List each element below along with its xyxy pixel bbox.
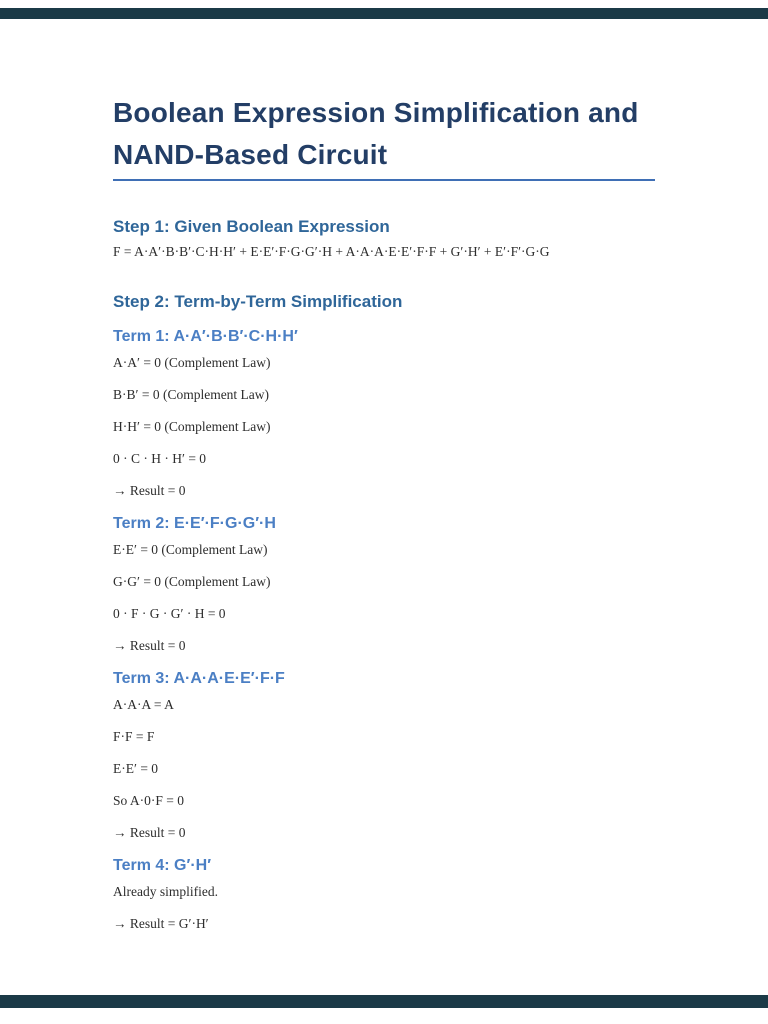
term-1-result: → Result = 0	[113, 483, 186, 498]
term-3-section: Term 3: A·A·A·E·E′·F·F A·A·A = A F·F = F…	[113, 669, 655, 841]
term-3-result: → Result = 0	[113, 825, 186, 840]
term-1-line-4: 0 · C · H · H′ = 0	[113, 451, 207, 466]
term-2-line-2: G·G′ = 0 (Complement Law)	[113, 574, 271, 589]
term-2-heading: Term 2: E·E′·F·G·G′·H	[113, 515, 276, 532]
viewer-bottom-bar	[0, 995, 768, 1008]
term-4-heading: Term 4: G′·H′	[113, 857, 212, 874]
term-1-heading: Term 1: A·A′·B·B′·C·H·H′	[113, 328, 298, 345]
step2-heading: Step 2: Term-by-Term Simplification	[113, 292, 403, 311]
boolean-expression: F = A·A′·B·B′·C·H·H′ + E·E′·F·G·G′·H + A…	[113, 244, 550, 259]
term-1-line-1: A·A′ = 0 (Complement Law)	[113, 355, 271, 370]
term-4-line-1: Already simplified.	[113, 884, 218, 899]
term-1-line-2: B·B′ = 0 (Complement Law)	[113, 387, 270, 402]
document-title: Boolean Expression Simplification and NA…	[113, 97, 639, 170]
term-3-line-3: E·E′ = 0	[113, 761, 159, 776]
term-2-line-3: 0 · F · G · G′ · H = 0	[113, 606, 226, 621]
term-3-line-1: A·A·A = A	[113, 697, 174, 712]
term-1-section: Term 1: A·A′·B·B′·C·H·H′ A·A′ = 0 (Compl…	[113, 327, 655, 499]
term-2-result: → Result = 0	[113, 638, 186, 653]
term-2-line-1: E·E′ = 0 (Complement Law)	[113, 542, 268, 557]
term-3-line-2: F·F = F	[113, 729, 155, 744]
term-3-heading: Term 3: A·A·A·E·E′·F·F	[113, 670, 285, 687]
step1-heading: Step 1: Given Boolean Expression	[113, 217, 390, 236]
viewer-top-bar	[0, 8, 768, 19]
title-rule	[113, 179, 655, 181]
term-3-line-4: So A·0·F = 0	[113, 793, 185, 808]
term-1-line-3: H·H′ = 0 (Complement Law)	[113, 419, 271, 434]
document-content: Boolean Expression Simplification and NA…	[113, 0, 655, 947]
term-4-result: → Result = G′·H′	[113, 916, 209, 931]
term-4-section: Term 4: G′·H′ Already simplified. → Resu…	[113, 856, 655, 932]
term-2-section: Term 2: E·E′·F·G·G′·H E·E′ = 0 (Compleme…	[113, 514, 655, 654]
